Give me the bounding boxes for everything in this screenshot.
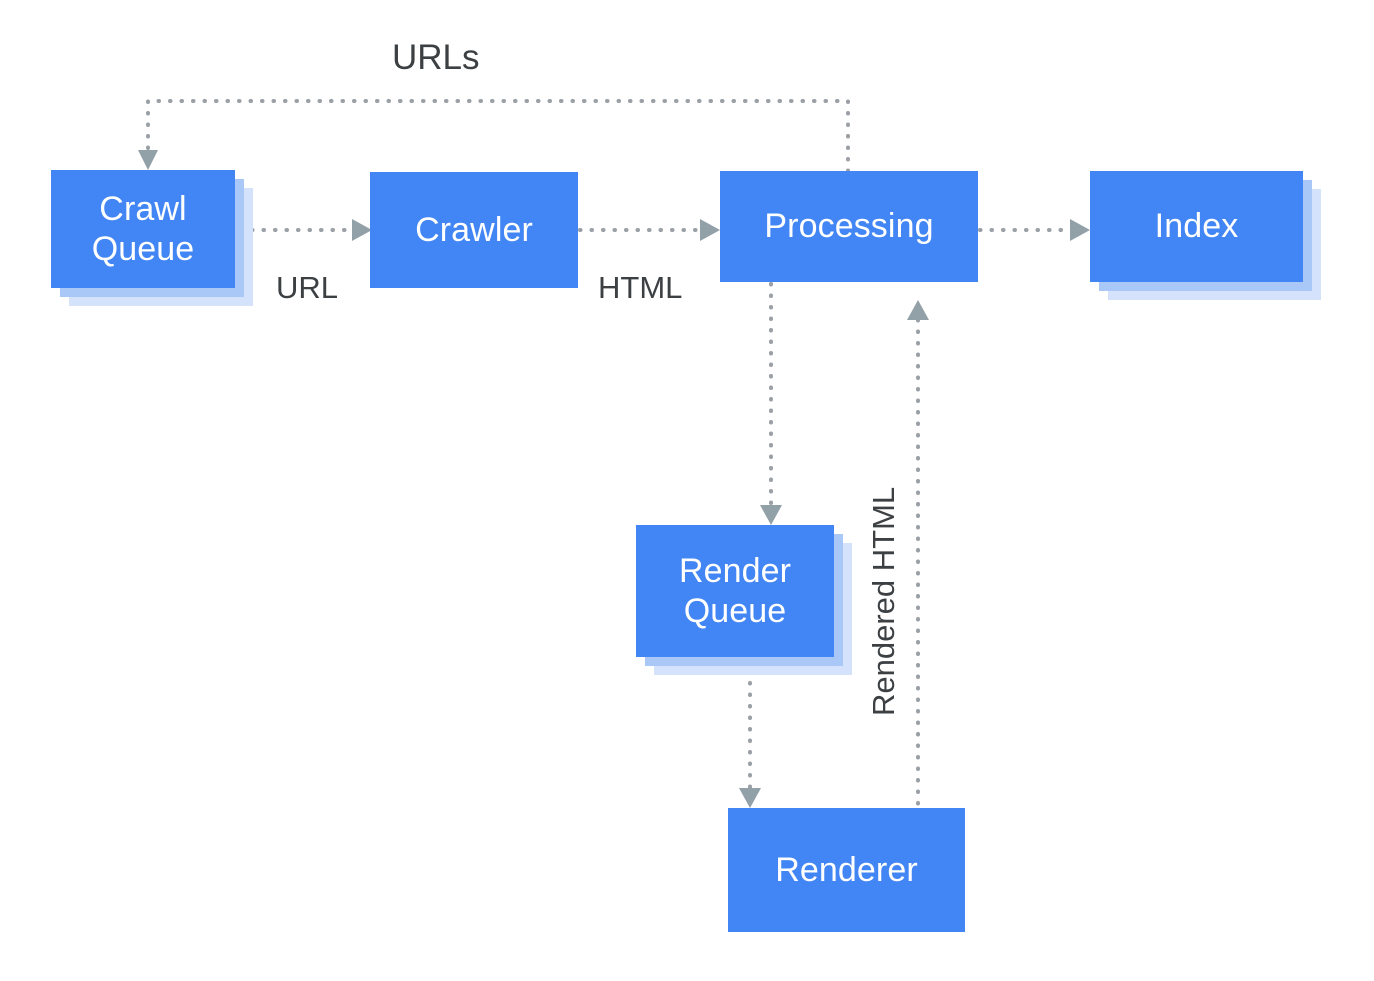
node-label-crawl-queue: Crawl Queue — [91, 189, 195, 268]
node-crawl-queue[interactable]: Crawl Queue — [51, 170, 253, 306]
edge-processing-to-crawl-queue — [138, 99, 850, 173]
edge-crawl-queue-to-crawler — [250, 219, 372, 241]
node-render-queue[interactable]: Render Queue — [636, 525, 852, 675]
edge-label-urls: URLs — [392, 38, 480, 77]
node-label-index: Index — [1154, 207, 1239, 246]
edge-label-html: HTML — [598, 270, 683, 305]
edge-render-queue-to-renderer — [739, 658, 761, 808]
node-face: Index — [1090, 171, 1303, 282]
edge-crawler-to-processing — [578, 219, 720, 241]
node-crawler[interactable]: Crawler — [370, 172, 578, 288]
node-renderer[interactable]: Renderer — [728, 808, 965, 932]
node-label-processing: Processing — [764, 207, 934, 246]
edge-processing-to-index — [978, 219, 1090, 241]
node-face: Renderer — [728, 808, 965, 932]
node-face: Processing — [720, 171, 978, 282]
node-label-renderer: Renderer — [775, 850, 918, 889]
node-face: Render Queue — [636, 525, 834, 657]
edge-label-url: URL — [276, 270, 339, 305]
node-label-crawler: Crawler — [415, 210, 533, 249]
node-face: Crawl Queue — [51, 170, 235, 288]
node-label-render-queue: Render Queue — [678, 551, 792, 630]
node-face: Crawler — [370, 172, 578, 288]
node-index[interactable]: Index — [1090, 171, 1321, 300]
node-processing[interactable]: Processing — [720, 171, 978, 282]
edge-label-rendered-html: Rendered HTML — [866, 486, 901, 716]
edge-processing-to-render-queue — [760, 282, 782, 525]
